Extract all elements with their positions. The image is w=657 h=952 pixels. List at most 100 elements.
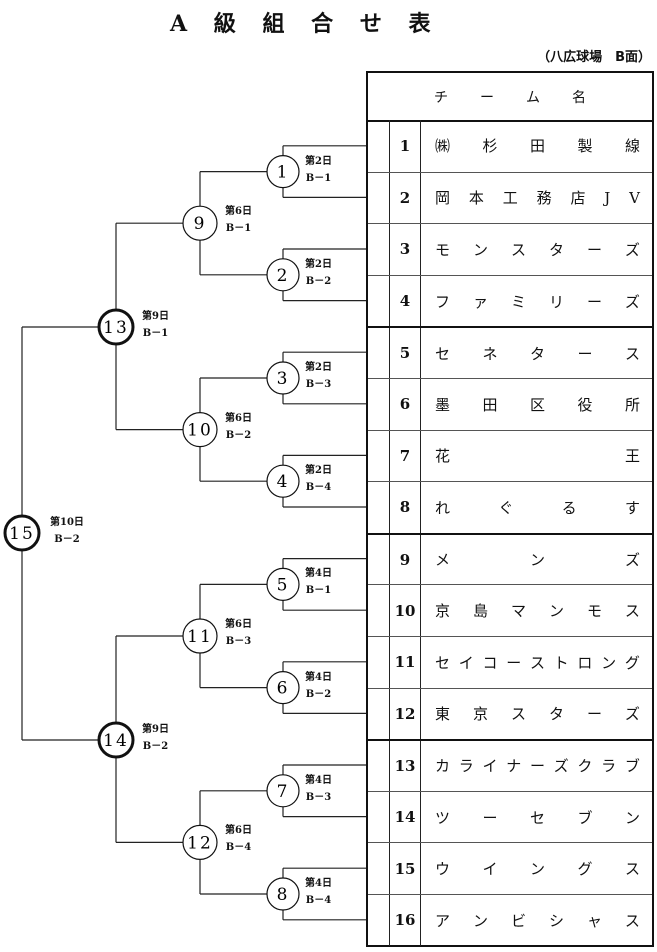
team-name: カライナーズクラブ xyxy=(421,741,652,791)
team-name-char: ブ xyxy=(577,808,593,827)
game-node: 13 xyxy=(97,308,135,346)
team-name: 京島マンモス xyxy=(421,585,652,636)
team-name: ファミリーズ xyxy=(421,276,652,327)
team-number: 7 xyxy=(390,430,421,482)
game-field: B－1 xyxy=(305,172,332,184)
team-number: 15 xyxy=(390,843,421,894)
game-day: 第6日 xyxy=(225,206,252,218)
team-name-char: 東 xyxy=(435,705,451,724)
game-node: 12 xyxy=(182,824,218,861)
team-name-char: イ xyxy=(458,653,474,672)
team-name-char: グ xyxy=(624,653,640,672)
team-name: 花王 xyxy=(421,431,652,482)
game-number: 4 xyxy=(277,472,290,492)
team-name-char: メ xyxy=(435,551,451,570)
team-name-char: 役 xyxy=(577,395,593,414)
team-name-char: イ xyxy=(482,860,498,879)
game-day: 第4日 xyxy=(305,671,332,683)
game-schedule: 第9日 B－2 xyxy=(142,721,169,755)
game-field: B－4 xyxy=(225,842,252,854)
game-day: 第6日 xyxy=(225,619,252,630)
header-char: ム xyxy=(526,89,540,106)
game-day: 第6日 xyxy=(225,825,252,837)
team-name-char: ン xyxy=(472,911,488,930)
game-number: 5 xyxy=(277,575,290,595)
game-number: 15 xyxy=(9,524,35,544)
game-circle xyxy=(97,721,135,759)
team-name-char: ス xyxy=(529,653,545,672)
blank-cell xyxy=(368,275,390,327)
team-name-char: 王 xyxy=(624,447,640,466)
blank-cell xyxy=(368,224,390,275)
blank-cell xyxy=(368,741,390,791)
team-name-char: ト xyxy=(553,653,569,672)
team-name-char: ン xyxy=(472,240,488,259)
header-char: チ xyxy=(434,89,448,106)
team-name-char: る xyxy=(561,498,577,517)
team-name-char: ー xyxy=(586,292,602,311)
game-circle xyxy=(182,412,218,448)
game-day: 第9日 xyxy=(142,724,169,735)
team-name: アンビシャス xyxy=(421,895,652,946)
team-name: ウイングス xyxy=(421,843,652,894)
title-char: せ xyxy=(359,11,382,37)
team-name-char: 京 xyxy=(472,705,488,724)
game-number: 8 xyxy=(277,885,290,905)
title-char: 合 xyxy=(311,11,334,37)
game-number: 12 xyxy=(187,833,213,853)
team-name-char: ス xyxy=(510,240,526,259)
game-node: 9 xyxy=(182,205,218,241)
team-name-char: マ xyxy=(510,602,526,621)
team-name-char: ン xyxy=(529,860,545,879)
team-name-char: カ xyxy=(435,757,451,776)
team-name-char: セ xyxy=(435,653,451,672)
team-name-char: モ xyxy=(435,240,451,259)
blank-cell xyxy=(368,895,390,946)
team-name-char: ン xyxy=(624,808,640,827)
team-name-char: ズ xyxy=(624,240,640,259)
game-field: B－3 xyxy=(225,636,252,647)
team-name-char: ウ xyxy=(435,860,451,879)
game-day: 第9日 xyxy=(142,311,169,322)
team-name-char: ャ xyxy=(586,911,602,930)
team-name-char: 田 xyxy=(482,395,498,414)
game-field: B－2 xyxy=(305,688,332,700)
blank-cell xyxy=(368,482,390,533)
team-name-char: 墨 xyxy=(435,395,451,414)
team-number: 5 xyxy=(390,328,421,378)
blank-cell xyxy=(368,120,390,172)
team-number: 8 xyxy=(390,482,421,533)
game-field: B－2 xyxy=(305,275,332,287)
team-name-char: ス xyxy=(624,860,640,879)
blank-cell xyxy=(368,534,390,585)
blank-cell xyxy=(368,637,390,688)
game-day: 第2日 xyxy=(305,362,332,373)
game-field: B－3 xyxy=(305,379,332,390)
team-name-char: 本 xyxy=(468,189,484,208)
game-day: 第2日 xyxy=(305,258,332,270)
game-field: B－2 xyxy=(142,741,169,752)
game-field: B－2 xyxy=(225,429,252,441)
team-name-char: セ xyxy=(435,344,451,363)
game-node: 4 xyxy=(266,464,300,498)
team-name-char: ビ xyxy=(510,911,526,930)
game-day: 第2日 xyxy=(305,155,332,167)
team-name-char: ン xyxy=(601,653,617,672)
team-name-char: タ xyxy=(548,240,564,259)
game-node: 2 xyxy=(266,258,300,292)
team-name: セイコーストロング xyxy=(421,637,652,688)
team-name-char: す xyxy=(624,498,640,517)
team-number: 9 xyxy=(390,534,421,585)
team-name-char: れ xyxy=(435,498,451,517)
team-name-char: 製 xyxy=(577,137,593,156)
